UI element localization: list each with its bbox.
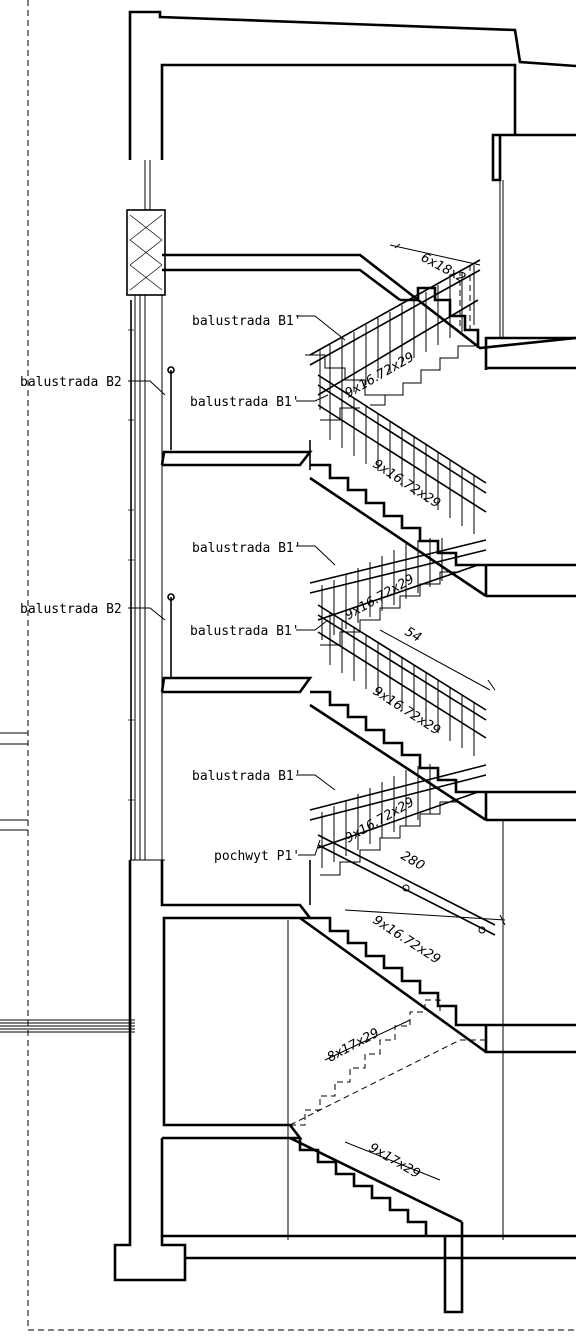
exterior-wall-glazing [126,160,175,861]
annotation-labels: balustrada B1' balustrada B2 balustrada … [20,314,302,864]
dim-basement-lower: 9x17x29 [366,1140,423,1181]
dim-flight-6: 9x16.72x29 [370,913,443,968]
label-balustrade-b1: balustrada B1' [192,541,302,556]
label-balustrade-b2: balustrada B2 [20,375,122,390]
label-balustrade-b2: balustrada B2 [20,602,122,617]
label-balustrade-b1: balustrada B1' [190,395,300,410]
dim-54: 54 [402,624,424,645]
label-balustrade-b1: balustrada B1' [192,769,302,784]
label-balustrade-b1: balustrada B1' [192,314,302,329]
floor-slabs [113,253,576,1314]
dim-basement-upper: 8x17x29 [325,1026,382,1066]
stair-flights [289,286,487,1236]
dimension-labels: 6x18x2 9x16.72x29 9x16.72x29 9x16.72x29 … [325,250,468,1182]
roof-section [128,10,576,182]
label-handrail-p1: pochwyt P1' [214,849,300,864]
leaders [128,243,506,1181]
dim-280: 280 [398,848,427,873]
balustrades [309,259,496,936]
right-wall [287,180,504,1240]
label-balustrade-b1: balustrada B1' [190,624,300,639]
sheet-border [27,0,576,1331]
adjacent-building-left [0,732,135,1033]
